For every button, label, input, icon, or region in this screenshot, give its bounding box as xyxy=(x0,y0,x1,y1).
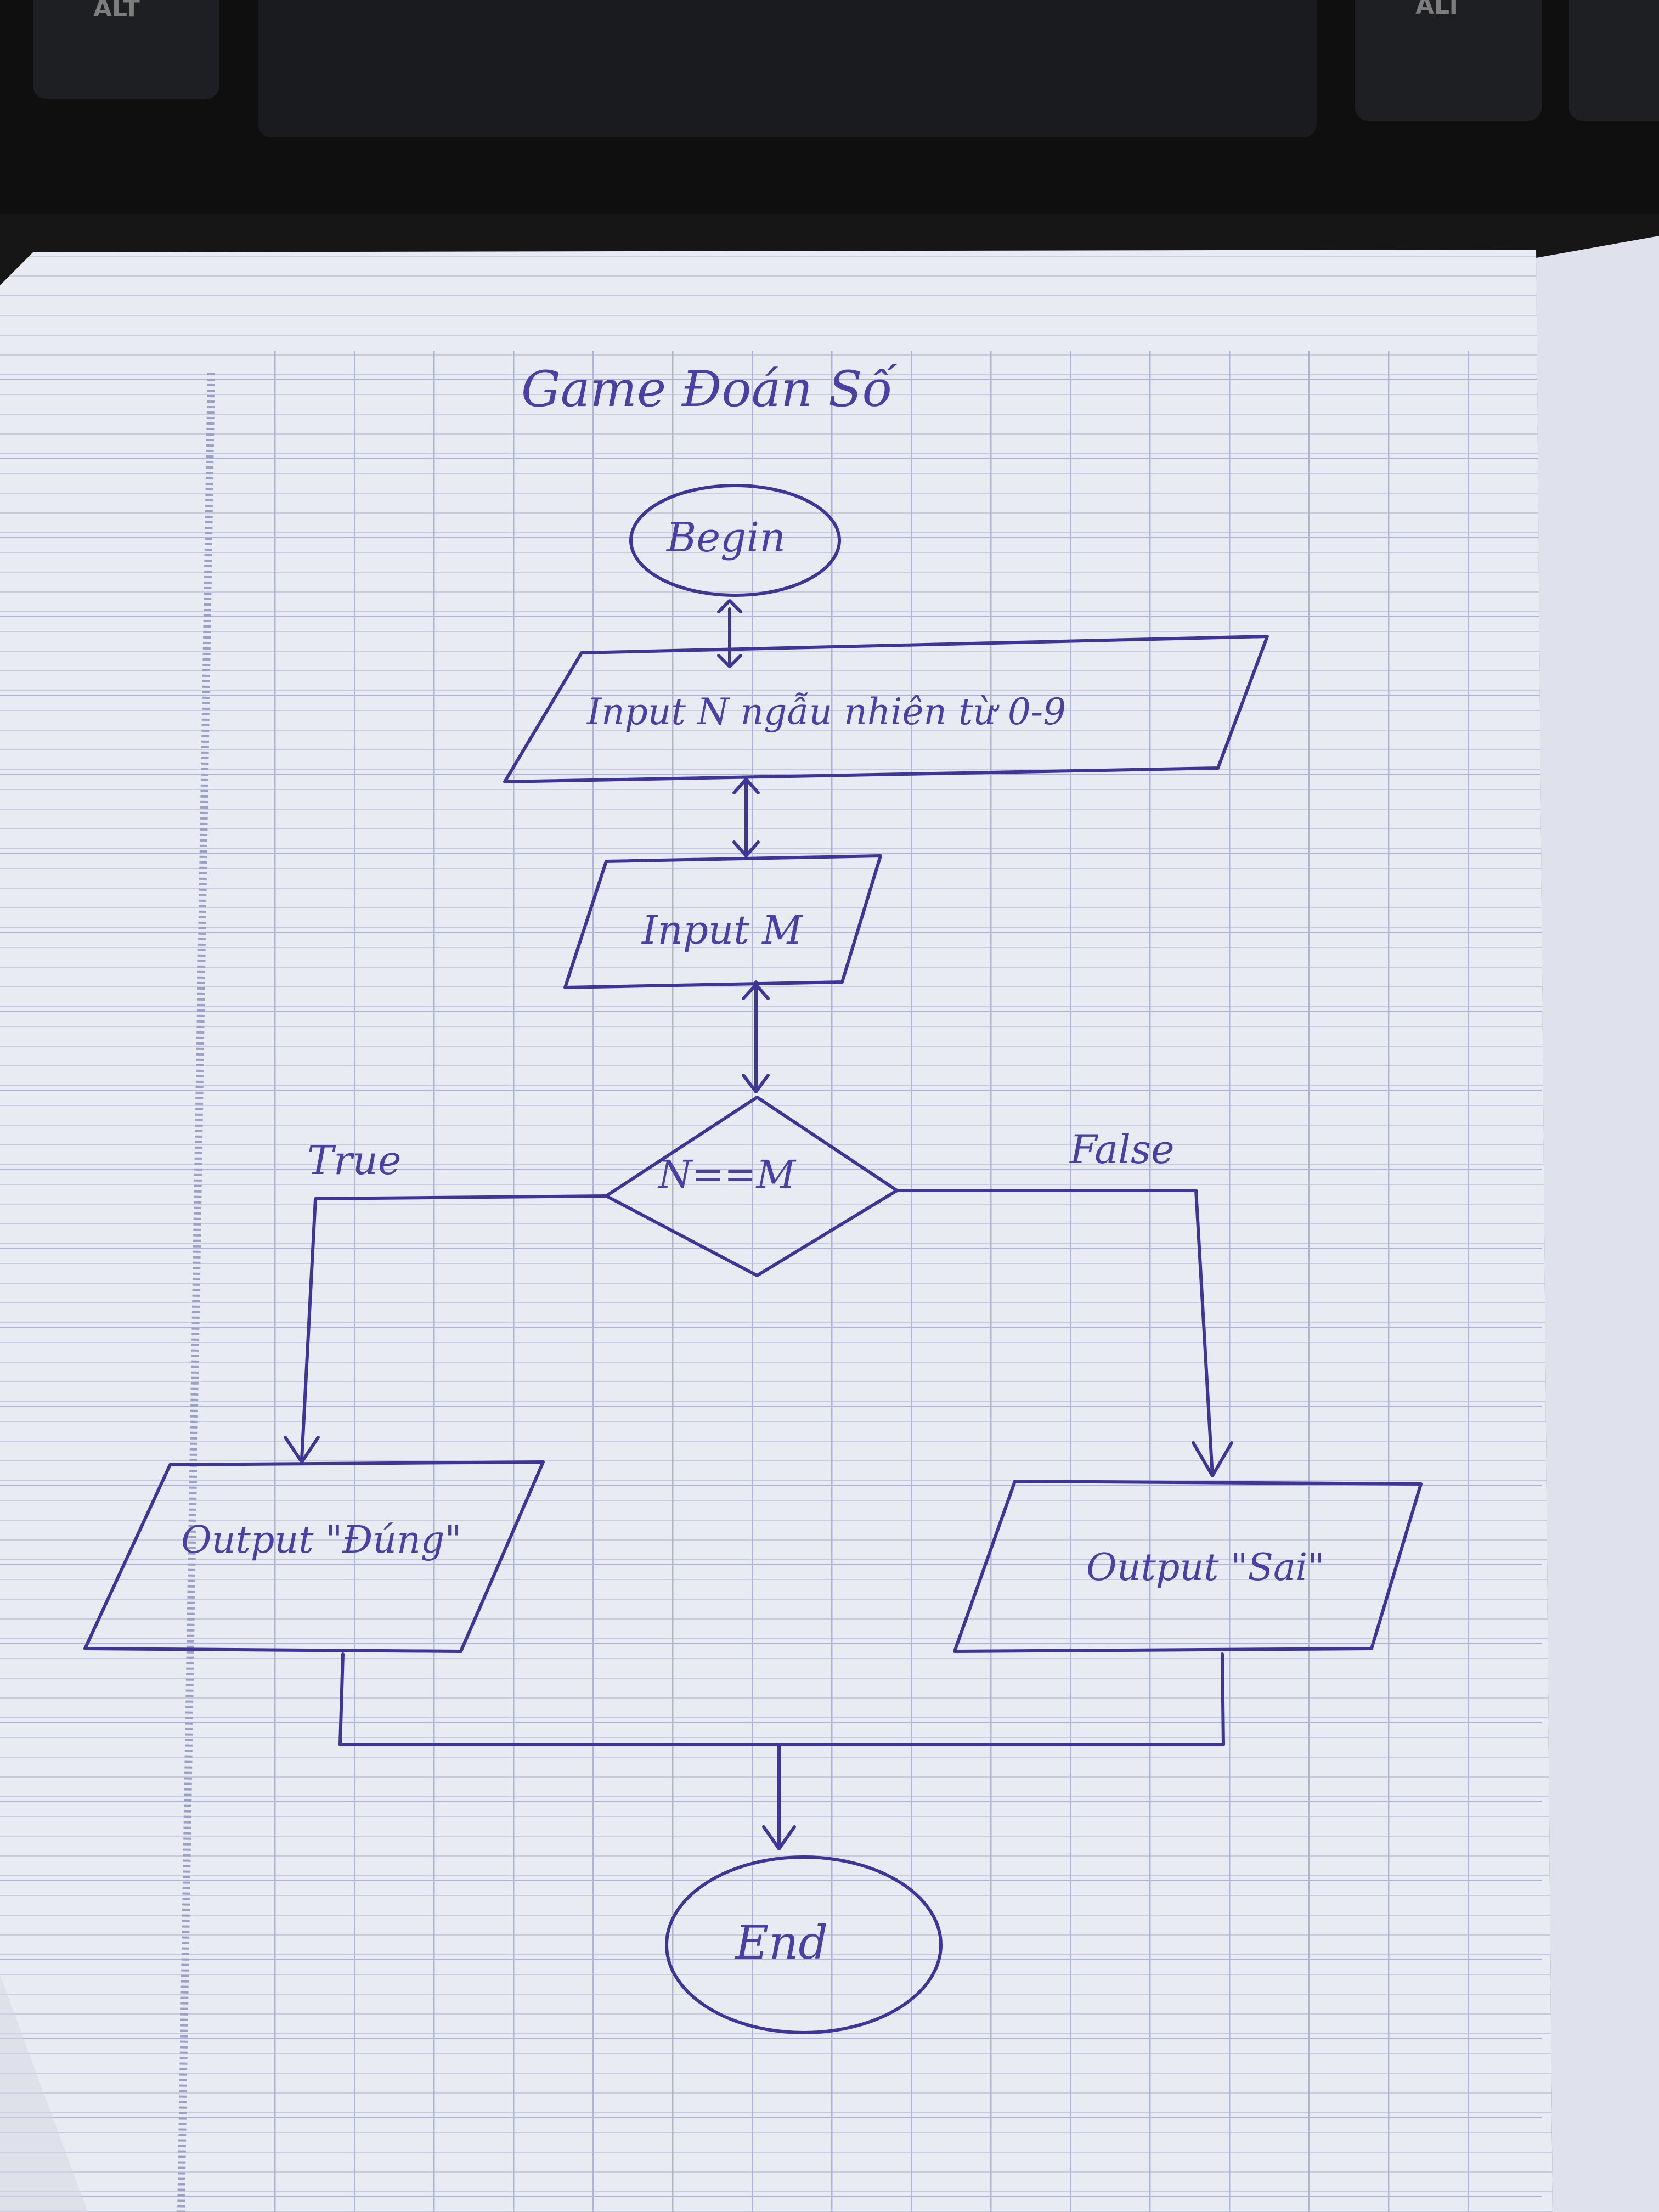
flowchart-title: Game Đoán Số xyxy=(521,360,898,418)
output-false-label: Output "Sai" xyxy=(1086,1546,1325,1589)
notebook xyxy=(0,236,1659,2212)
next-page xyxy=(1536,236,1659,2212)
merge-connector xyxy=(338,1652,1225,1746)
input-m-node xyxy=(563,854,882,989)
input-n-label: Input N ngẫu nhiên từ 0-9 xyxy=(586,691,1066,733)
input-n-node xyxy=(503,635,1269,783)
keyboard: ALT ALT xyxy=(0,0,1659,214)
left-alt-key-label: ALT xyxy=(93,0,140,22)
decision-label: N==M xyxy=(657,1152,797,1197)
false-branch-connector xyxy=(895,1189,1214,1477)
end-label: End xyxy=(734,1916,828,1970)
output-false-node xyxy=(953,1480,1423,1653)
margin-line xyxy=(177,373,215,2212)
left-alt-key xyxy=(33,0,219,99)
right-alt-key xyxy=(1355,0,1542,121)
output-true-label: Output "Đúng" xyxy=(181,1519,462,1562)
begin-terminator xyxy=(629,484,841,597)
end-terminator xyxy=(665,1855,943,2034)
false-branch-label: False xyxy=(1069,1126,1175,1172)
true-branch-connector xyxy=(300,1194,608,1461)
keyboard-key xyxy=(1569,0,1659,121)
true-branch-label: True xyxy=(307,1137,401,1183)
begin-label: Begin xyxy=(665,514,786,561)
space-bar xyxy=(258,0,1317,137)
flowchart: Game Đoán Số Begin Input N ngẫu nhiên từ… xyxy=(83,360,1423,2034)
decision-node xyxy=(605,1096,899,1277)
output-true-node xyxy=(83,1460,545,1653)
right-alt-key-label: ALT xyxy=(1415,0,1462,20)
input-m-label: Input M xyxy=(641,907,804,953)
